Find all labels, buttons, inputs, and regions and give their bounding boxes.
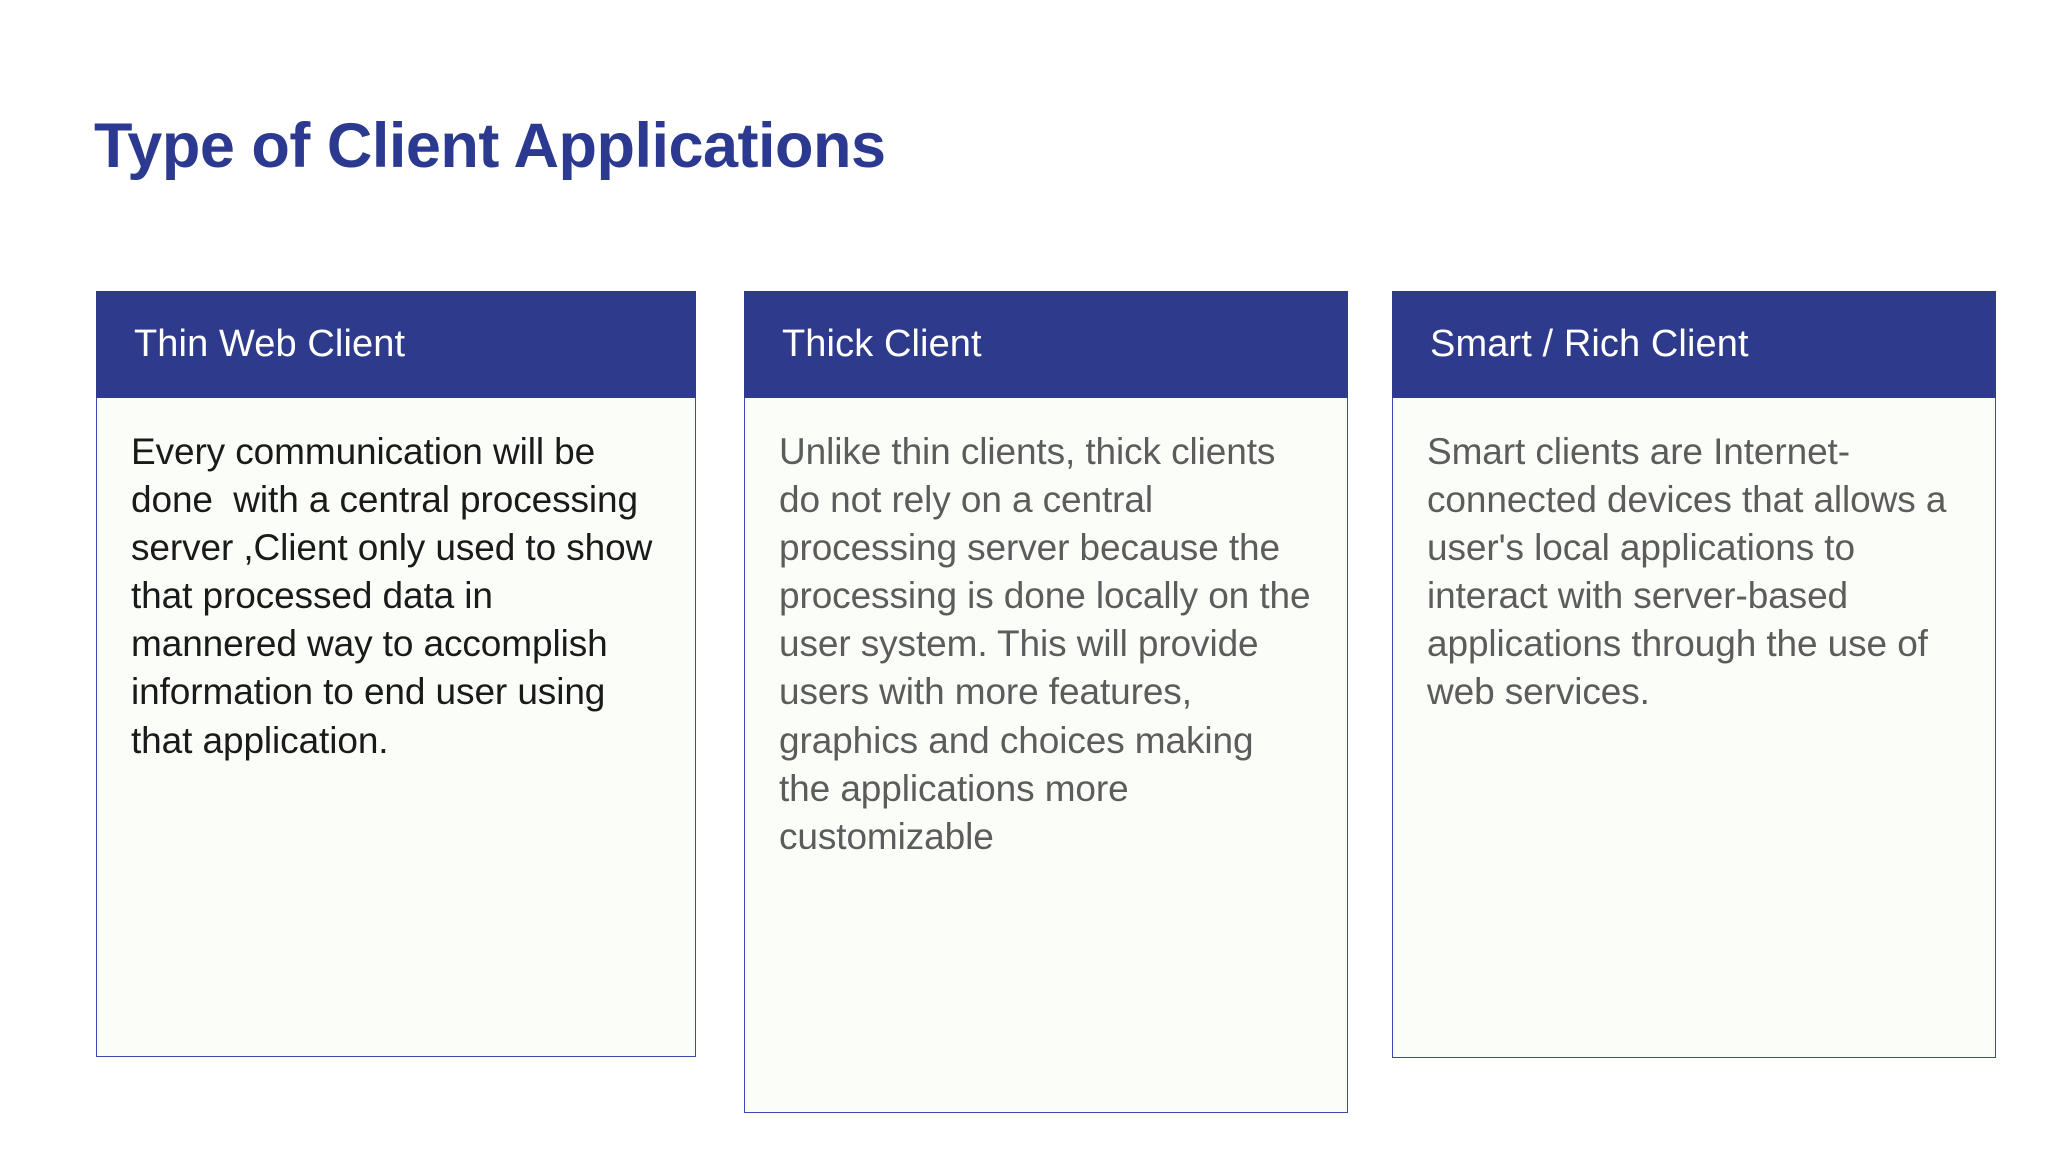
card-body-thick-client: Unlike thin clients, thick clients do no… xyxy=(744,398,1348,1113)
card-header-smart-rich-client: Smart / Rich Client xyxy=(1392,291,1996,398)
card-smart-rich-client[interactable]: Smart / Rich Client Smart clients are In… xyxy=(1392,291,1996,1058)
card-thick-client[interactable]: Thick Client Unlike thin clients, thick … xyxy=(744,291,1348,1113)
card-body-thin-web-client: Every communication will be done with a … xyxy=(96,398,696,1057)
card-header-thick-client: Thick Client xyxy=(744,291,1348,398)
card-header-thin-web-client: Thin Web Client xyxy=(96,291,696,398)
page-title: Type of Client Applications xyxy=(94,111,886,181)
card-thin-web-client[interactable]: Thin Web Client Every communication will… xyxy=(96,291,696,1057)
card-text-smart-rich-client: Smart clients are Internet-connected dev… xyxy=(1427,431,1957,713)
card-text-thick-client: Unlike thin clients, thick clients do no… xyxy=(779,431,1321,857)
card-text-thin-web-client: Every communication will be done with a … xyxy=(131,431,663,761)
card-body-smart-rich-client: Smart clients are Internet-connected dev… xyxy=(1392,398,1996,1058)
